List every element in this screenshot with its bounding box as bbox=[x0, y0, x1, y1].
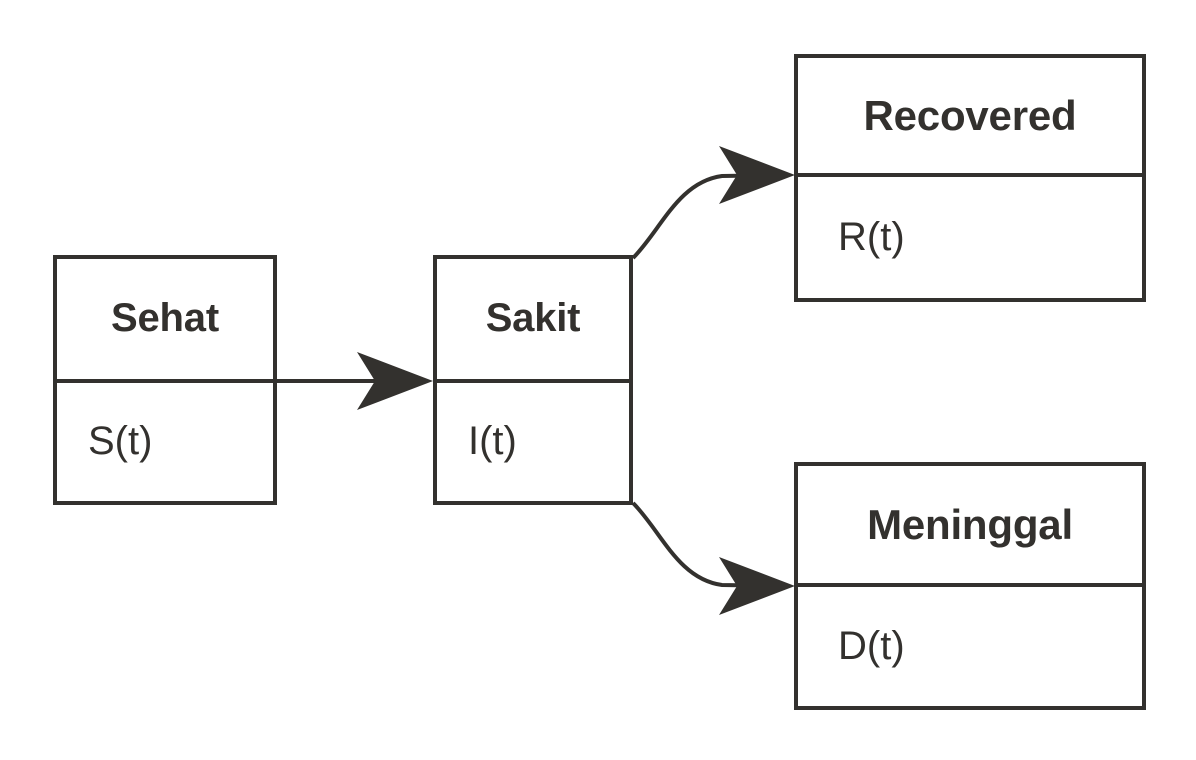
arrowhead-icon bbox=[719, 146, 795, 204]
arrowhead-icon bbox=[719, 557, 795, 615]
edge-sakit-to-recovered[interactable] bbox=[631, 146, 795, 260]
node-recovered-header: Recovered bbox=[798, 58, 1142, 178]
node-recovered-body: R(t) bbox=[838, 215, 905, 260]
node-sakit-header: Sakit bbox=[437, 259, 629, 383]
node-meninggal[interactable]: Meninggal D(t) bbox=[794, 462, 1146, 710]
node-sehat[interactable]: Sehat S(t) bbox=[53, 255, 277, 505]
edge-sakit-to-meninggal[interactable] bbox=[631, 501, 795, 615]
node-sakit[interactable]: Sakit I(t) bbox=[433, 255, 633, 505]
node-sakit-body: I(t) bbox=[468, 419, 517, 464]
node-sehat-body: S(t) bbox=[88, 419, 153, 464]
arrowhead-icon bbox=[357, 352, 433, 410]
edge-sehat-to-sakit[interactable] bbox=[277, 352, 433, 410]
node-recovered[interactable]: Recovered R(t) bbox=[794, 54, 1146, 302]
node-meninggal-body: D(t) bbox=[838, 624, 905, 668]
node-meninggal-header: Meninggal bbox=[798, 466, 1142, 588]
node-sehat-header: Sehat bbox=[57, 259, 273, 383]
